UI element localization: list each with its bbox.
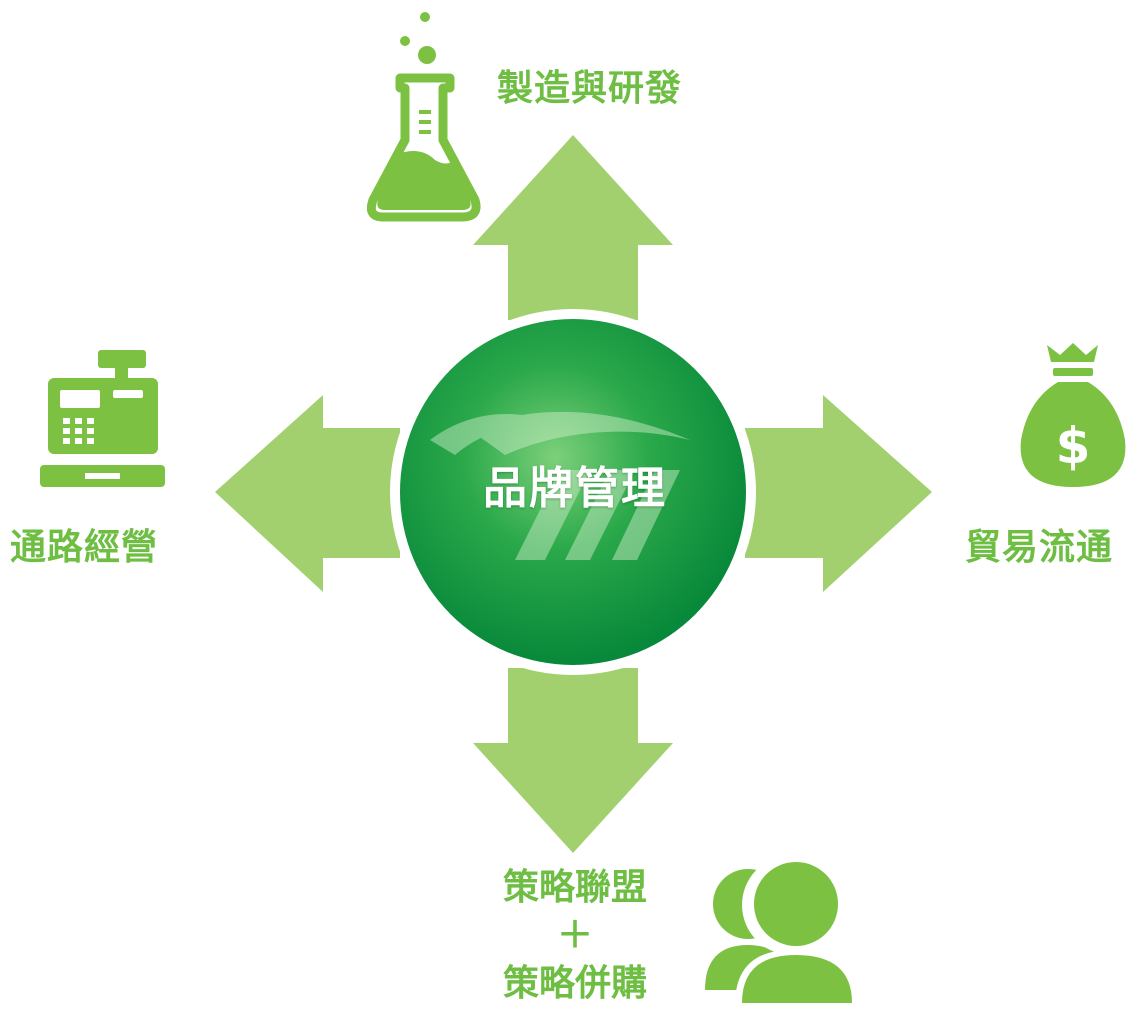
cash-register-icon — [40, 350, 165, 487]
money-bag-icon: $ — [1020, 343, 1126, 487]
label-channel-operations: 通路經營 — [10, 527, 159, 568]
label-manufacturing-rd: 製造與研發 — [497, 68, 683, 109]
arrow-right — [745, 395, 932, 592]
flask-icon — [366, 12, 481, 222]
people-icon — [705, 855, 858, 1005]
label-trade-distribution: 貿易流通 — [965, 527, 1114, 568]
label-strategic-mergers: 策略併購 — [502, 963, 647, 1004]
center-label-brand-management: 品牌管理 — [483, 463, 667, 514]
arrow-left — [215, 395, 400, 592]
arrow-down — [473, 668, 673, 853]
arrow-up — [473, 135, 673, 320]
bottom-label-block: 策略聯盟 ＋ 策略併購 — [470, 864, 680, 1008]
plus-sign: ＋ — [556, 915, 593, 956]
logo-swoosh-icon — [430, 411, 690, 560]
label-strategic-alliance: 策略聯盟 — [502, 867, 647, 908]
center-circle — [400, 319, 746, 665]
svg-text:$: $ — [1056, 417, 1091, 475]
